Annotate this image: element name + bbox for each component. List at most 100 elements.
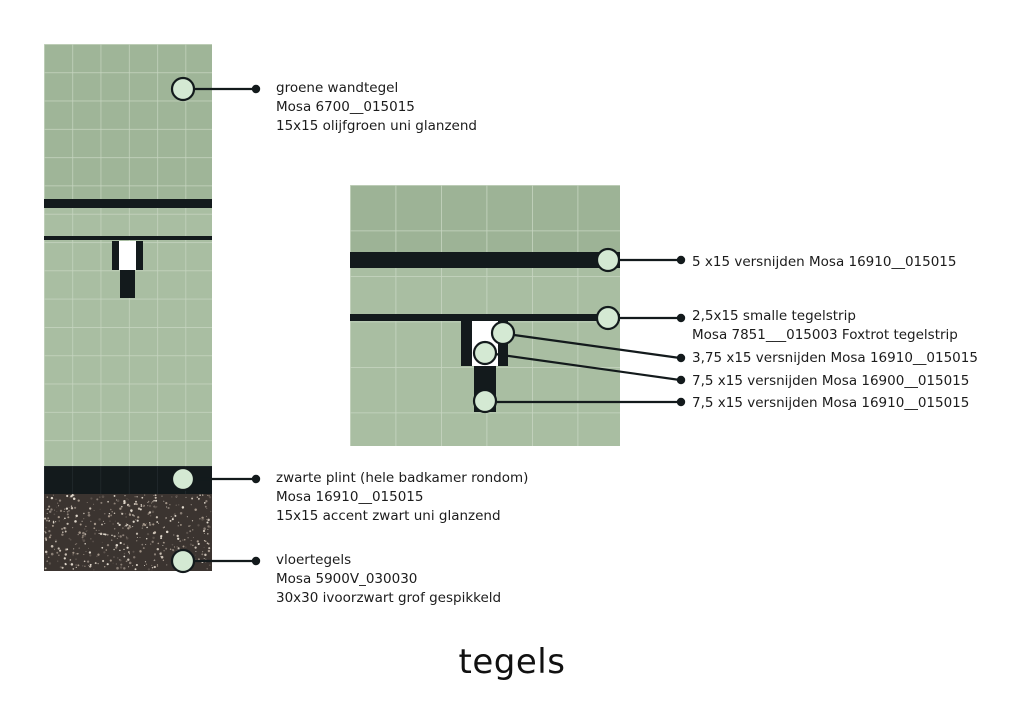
speckle [66,510,69,513]
speckle [93,532,97,535]
speckle [96,498,99,501]
speckle [81,536,84,539]
speckle [70,507,74,510]
speckle [141,543,144,546]
speckle [66,548,69,551]
speckle [145,523,147,525]
speckle [78,547,80,549]
speckle [207,518,210,522]
speckle [50,545,54,548]
speckle [207,525,210,528]
speckle [171,518,174,521]
speckle [208,564,211,567]
speckle [185,546,187,548]
speckle [154,494,157,497]
speckle [47,508,49,511]
speckle [194,546,197,549]
speckle [109,520,111,522]
speckle [186,531,189,535]
speckle [75,553,76,555]
speckle [167,506,170,510]
speckle [56,511,58,513]
speckle [182,539,184,541]
speckle [135,519,137,521]
speckle [207,529,209,531]
speckle [57,560,59,562]
speckle [72,551,75,554]
speckle [92,540,94,543]
speckle [116,557,119,559]
speckle [85,551,87,553]
speckle [133,556,136,559]
dot-cut75w [676,375,686,385]
speckle [204,540,207,543]
speckle [205,500,208,503]
speckle [113,528,116,530]
speckle [127,499,129,501]
speckle [179,540,182,542]
speckle [48,505,51,508]
label-cut75b: 7,5 x15 versnijden Mosa 16910__015015 [692,394,969,413]
speckle [128,553,130,555]
speckle [115,544,119,547]
speckle [128,551,130,553]
speckle [133,557,135,559]
speckle [85,530,87,532]
speckle [68,509,70,512]
speckle [147,500,150,503]
speckle [47,519,49,522]
speckle [99,496,101,498]
speckle [203,557,205,560]
speckle [149,522,151,524]
speckle [46,560,49,563]
speckle [63,527,66,529]
speckle [140,505,143,507]
speckle [156,564,158,566]
strip-band-thick [44,199,212,208]
speckle [107,515,111,518]
speckle [201,553,204,556]
speckle [196,496,199,498]
speckle [64,562,66,565]
speckle [89,554,92,557]
speckle [73,548,75,550]
speckle [72,497,76,501]
speckle [153,495,155,497]
speckle [174,514,177,517]
speckle [203,533,205,535]
speckle [191,520,194,522]
speckle [58,505,60,507]
speckle [166,564,168,566]
speckle [205,515,207,517]
marker-cut75b [472,388,498,414]
speckle [155,499,158,502]
speckle [77,564,80,567]
speckle [209,510,212,513]
speckle [192,537,194,539]
speckle [57,547,60,550]
speckle [115,546,118,549]
speckle [84,528,86,530]
speckle [63,519,65,521]
speckle [83,518,85,520]
label-wandtegel: groene wandtegel Mosa 6700__015015 15x15… [276,79,477,136]
speckle [61,566,64,569]
speckle [163,500,165,502]
speckle [139,550,142,553]
speckle [165,530,169,534]
speckle [201,516,204,519]
speckle [110,508,112,511]
speckle [83,512,85,515]
speckle [173,546,176,548]
speckle [119,566,123,569]
speckle [67,516,70,519]
speckle [58,520,60,522]
speckle [84,565,86,567]
speckle [101,495,105,498]
speckle [48,510,52,513]
speckle [101,541,103,543]
speckle [145,544,147,545]
speckle [86,530,88,532]
speckle [171,543,174,546]
